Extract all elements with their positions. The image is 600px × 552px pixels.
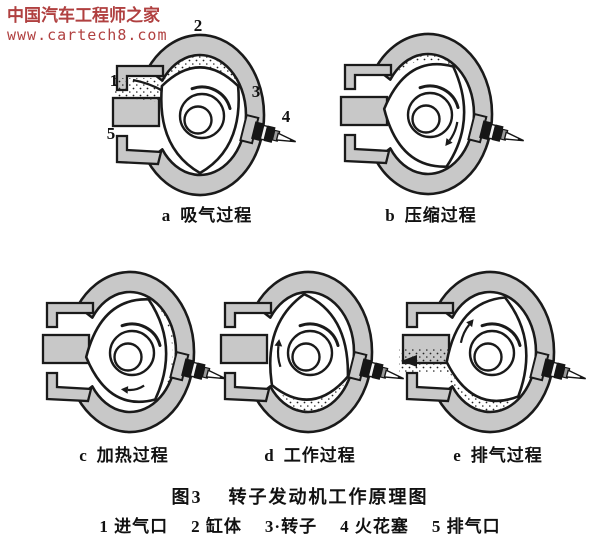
shaft-bearing-circle [473,342,503,372]
panel-label-c: c 加热过程 [79,441,169,466]
exhaust-flow-arrow [401,355,417,367]
part-number-intake: 1 [110,71,119,90]
part-number-rotor: 3 [252,82,261,101]
gas-charge-region [271,379,349,412]
panel-title: 加热过程 [96,446,169,465]
part-number-exhaust: 5 [107,124,116,143]
watermark: 中国汽车工程师之家 www.cartech8.com [7,6,168,44]
spark-plug-icon [239,113,296,145]
port-divider-block [111,96,161,128]
panel-label-e: e 排气过程 [453,441,543,466]
housing-ring [374,32,494,196]
gear-eyebrow-arc [190,85,232,110]
rotation-arrow [459,324,471,344]
figure-number: 图3 [171,487,203,507]
gear-eyebrow-arc [120,322,162,347]
gear-eyebrow-arc [418,84,460,109]
legend-item-exhaust: 5 排气口 [431,517,501,536]
intake-bracket [405,301,455,329]
rotation-arrow [127,384,145,392]
panel-label-a: a 吸气过程 [162,201,253,226]
spark-plug-icon [467,112,524,144]
port-divider-block [339,95,389,127]
exhaust-bracket [405,371,453,403]
rotation-arrow-head [120,386,129,394]
shaft-bearing-circle [183,105,213,135]
legend-item-intake: 1 进气口 [99,517,169,536]
figure-legend: 1 进气口 2 缸体 3·转子 4 火花塞 5 排气口 [0,512,600,537]
engine-diagram-d [219,270,404,434]
engine-diagram-c [41,270,226,434]
intake-bracket [343,63,393,91]
shaft-bearing-circle [411,104,441,134]
shaft-bearing-circle [291,342,321,372]
panel-letter: e [453,446,462,465]
panel-title: 排气过程 [470,446,543,465]
watermark-site-url: www.cartech8.com [7,26,168,45]
rotation-arrow [276,345,282,368]
part-number-sparkplug: 4 [282,107,291,126]
panel-title: 吸气过程 [180,206,253,225]
port-divider-block [219,333,269,365]
legend-item-sparkplug: 4 火花塞 [340,517,409,536]
exhaust-bracket [223,371,271,403]
intake-gas-stream [115,78,171,102]
spark-plug-icon [529,350,586,382]
port-divider-block [41,333,91,365]
housing-ring [436,270,556,434]
rotation-arrow-head [445,138,453,146]
shaft-bearing-circle [113,342,143,372]
rotation-arrow-head [274,339,283,347]
gas-charge-region [159,55,241,87]
watermark-site-name: 中国汽车工程师之家 [7,6,160,25]
figure-title: 转子发动机工作原理图 [228,487,429,507]
exhaust-bracket [343,133,391,165]
panel-letter: c [79,446,88,465]
gear-eyebrow-arc [480,322,522,347]
panel-letter: d [264,446,275,465]
legend-item-rotor: 3·转子 [264,517,318,536]
housing-ring [254,270,374,434]
spark-plug-icon [347,350,404,382]
panel-title: 压缩过程 [404,206,477,225]
panel-letter: b [385,206,396,225]
engine-diagram-b [339,32,524,196]
panel-label-d: d 工作过程 [264,441,355,466]
gas-charge-region [392,53,459,76]
intake-bracket [223,301,273,329]
exhaust-bracket [45,371,93,403]
gear-eyebrow-arc [298,322,340,347]
panel-label-b: b 压缩过程 [385,201,476,226]
engine-diagram-e [399,270,586,434]
rotation-arrow [448,121,459,142]
panel-title: 工作过程 [283,446,356,465]
part-number-housing: 2 [194,16,203,35]
figure-caption: 图3 转子发动机工作原理图 [0,483,600,509]
exhaust-bracket [115,134,163,166]
engine-diagram-a: 2 1 3 4 5 [107,16,296,197]
panel-letter: a [161,206,172,225]
legend-item-housing: 2 缸体 [191,517,242,536]
rotation-arrow-head [466,319,474,328]
intake-bracket [45,301,95,329]
